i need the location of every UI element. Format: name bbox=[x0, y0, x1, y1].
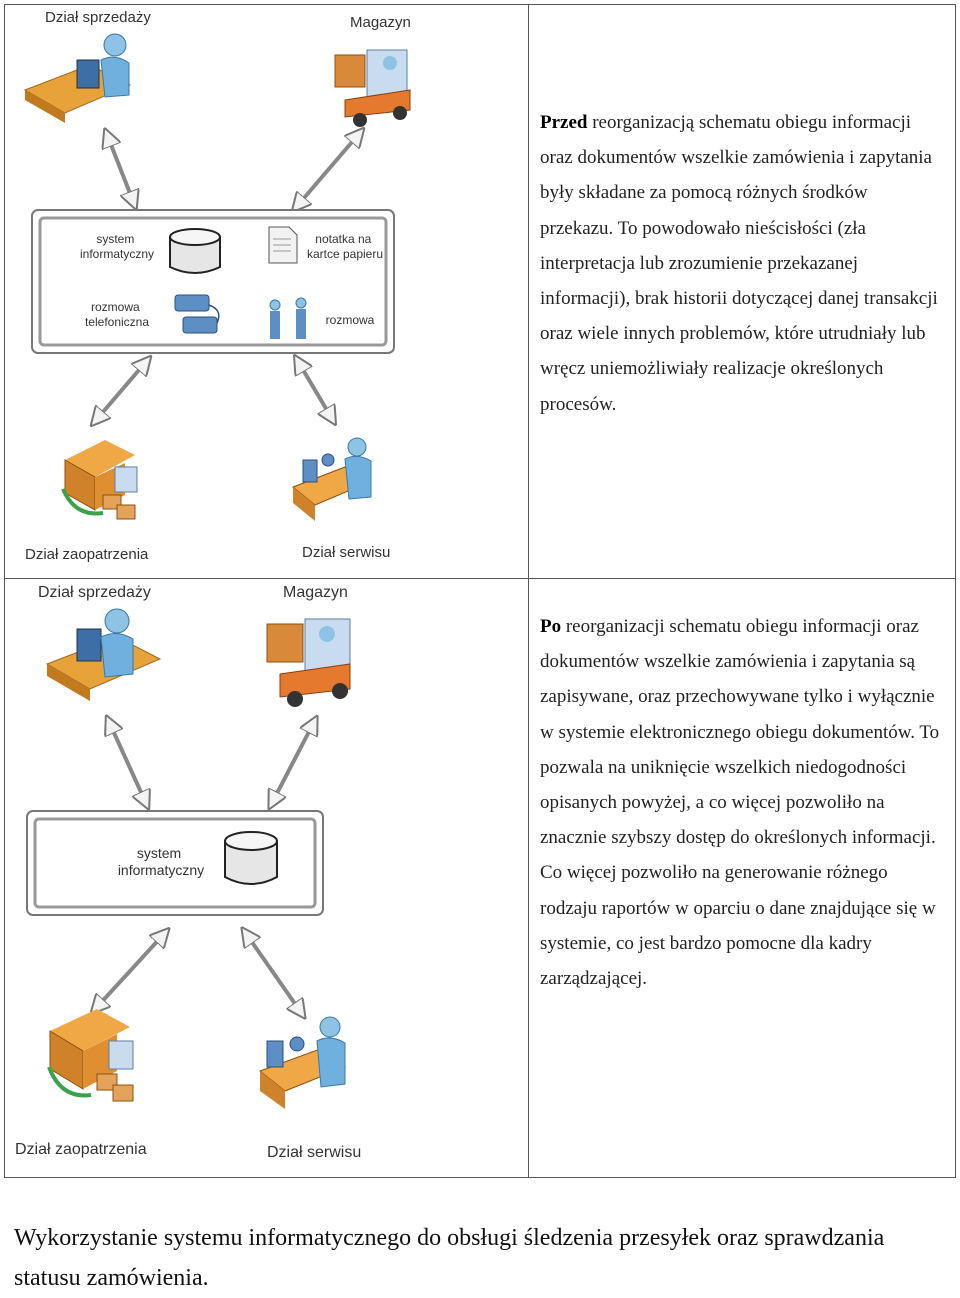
sales-desk-icon bbox=[23, 33, 132, 123]
forklift-icon bbox=[334, 49, 411, 127]
paper-note-label: notatka na kartce papieru bbox=[307, 232, 383, 261]
it-system-panel: system informatyczny bbox=[26, 810, 324, 916]
before-diagram: Dział sprzedaży Magazyn Dział zaopatrzen… bbox=[5, 5, 527, 577]
supply-department-label: Dział zaopatrzenia bbox=[25, 546, 149, 563]
warehouse-channel-arrow bbox=[298, 135, 358, 205]
service-department-label: Dział serwisu bbox=[267, 1144, 361, 1161]
before-text: reorganizacją schematu obiegu informacji… bbox=[540, 112, 938, 415]
before-lead-word: Przed bbox=[540, 112, 588, 133]
footer-heading: Wykorzystanie systemu informatycznego do… bbox=[14, 1225, 885, 1291]
talk-label: rozmowa bbox=[326, 313, 375, 327]
before-description: Przed reorganizacją schematu obiegu info… bbox=[540, 105, 945, 422]
after-diagram: Dział sprzedaży Magazyn Dział zaopatrzen… bbox=[5, 579, 527, 1177]
warehouse-label: Magazyn bbox=[350, 14, 411, 31]
it-system-label: system informatyczny bbox=[118, 845, 204, 878]
service-workbench-icon bbox=[258, 1016, 347, 1109]
sales-desk-icon bbox=[45, 608, 162, 701]
communication-channels-panel: system informatyczny notatka na kartce p… bbox=[31, 209, 395, 354]
after-description: Po reorganizacji schematu obiegu informa… bbox=[540, 609, 945, 996]
database-icon bbox=[224, 831, 278, 885]
after-text: reorganizacji schematu obiegu informacji… bbox=[540, 616, 940, 990]
service-workbench-icon bbox=[292, 437, 372, 521]
service-channel-arrow bbox=[247, 935, 300, 1011]
telephone-icon bbox=[174, 294, 220, 334]
comparison-table bbox=[4, 4, 956, 1178]
sales-channel-arrow bbox=[108, 137, 133, 201]
after-lead-word: Po bbox=[540, 616, 562, 637]
warehouse-channel-arrow bbox=[273, 724, 313, 801]
people-talking-icon bbox=[269, 297, 307, 339]
database-icon bbox=[169, 228, 221, 274]
supply-channel-arrow bbox=[97, 935, 163, 1007]
delivery-truck-icon bbox=[61, 440, 138, 520]
phone-call-label: rozmowa telefoniczna bbox=[85, 300, 149, 329]
supply-department-label: Dział zaopatrzenia bbox=[15, 1141, 147, 1158]
warehouse-label: Magazyn bbox=[283, 584, 348, 601]
it-system-label: system informatyczny bbox=[80, 232, 154, 261]
service-department-label: Dział serwisu bbox=[302, 544, 390, 561]
table-row-divider bbox=[4, 578, 956, 579]
forklift-icon bbox=[266, 618, 351, 707]
sales-department-label: Dział sprzedaży bbox=[45, 9, 151, 26]
service-channel-arrow bbox=[299, 363, 331, 417]
sales-channel-arrow bbox=[110, 724, 145, 801]
paper-note-icon bbox=[268, 226, 298, 264]
delivery-truck-icon bbox=[47, 1009, 134, 1102]
supply-channel-arrow bbox=[97, 363, 145, 419]
sales-department-label: Dział sprzedaży bbox=[38, 584, 151, 601]
table-column-divider bbox=[528, 4, 529, 1178]
